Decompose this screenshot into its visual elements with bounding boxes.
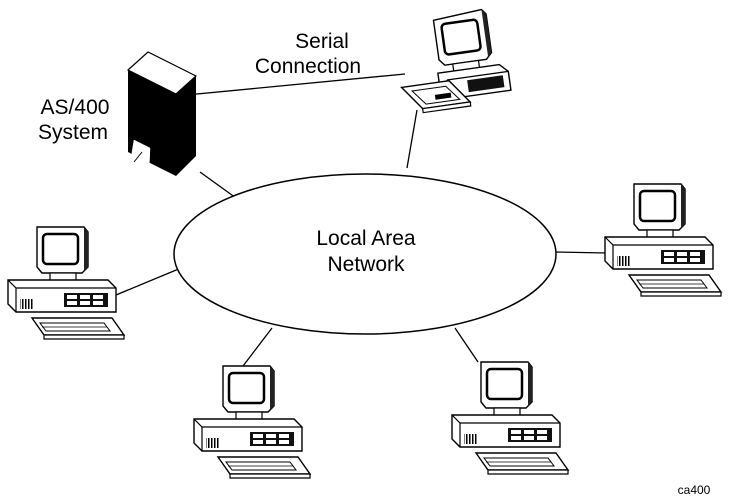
right-workstation-lan-link [554,251,608,254]
computer-workstation-icon [400,8,512,114]
lan-ellipse [173,173,557,335]
bottom-left-workstation-lan-link [242,327,273,367]
computer-workstation-icon [192,364,312,480]
lan-label-line1: Local Area [316,227,416,250]
top-workstation-lan-link [406,109,418,169]
server-tower-icon [126,51,198,176]
lan-label-line2: Network [327,253,405,276]
bottom-right-workstation-lan-link [454,327,479,363]
serial-connection-label-line2: Connection [255,55,361,78]
as400-system-label-line2: System [38,121,108,144]
figure-id-label: ca400 [678,483,711,497]
serial-connection-line [175,73,406,97]
left-workstation-lan-link [115,267,182,296]
serial-connection-label-line1: Serial [295,30,349,53]
as400-lan-link [199,171,237,199]
computer-workstation-icon [6,225,126,341]
computer-workstation-icon [450,360,570,476]
computer-workstation-icon [603,182,723,298]
as400-system-label-line1: AS/400 [41,96,110,119]
